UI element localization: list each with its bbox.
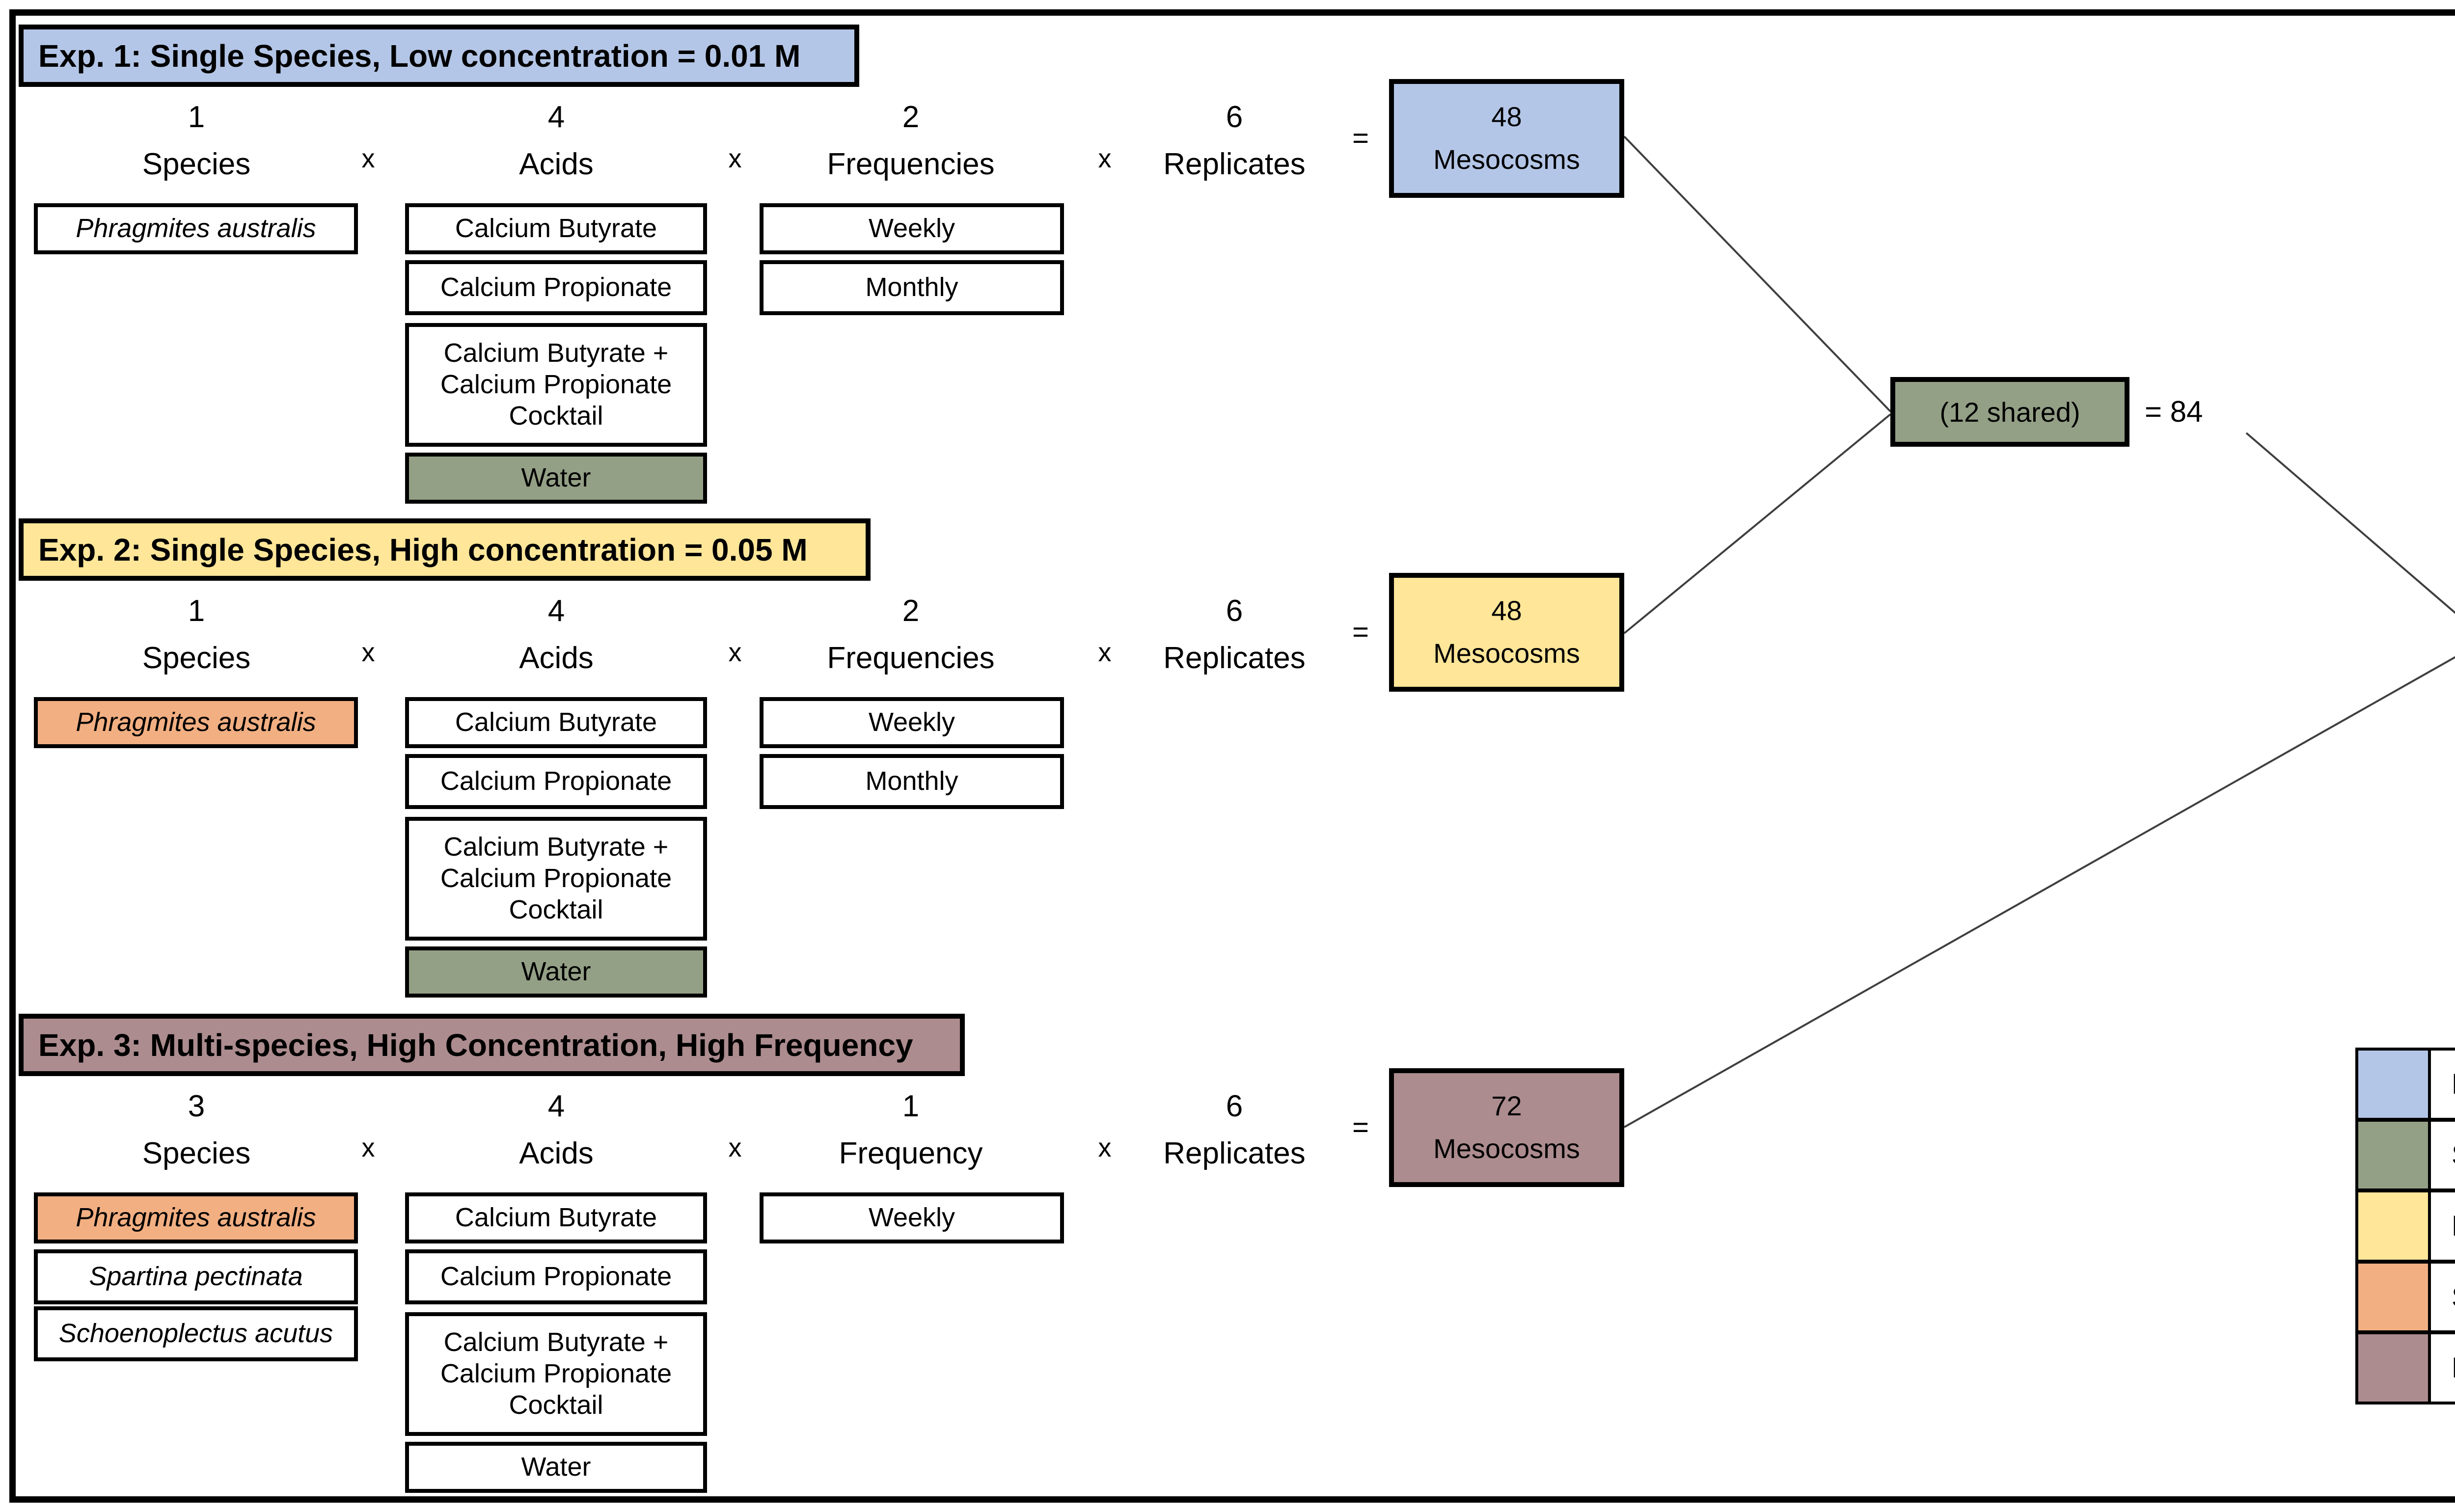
- exp2-acid-box-1: Calcium Butyrate: [405, 697, 707, 748]
- legend-swatch-exp3: [2358, 1334, 2431, 1402]
- legend: Exp. 1 Shared between 1 & 2 Exp. 2 Share…: [2355, 1048, 2455, 1404]
- legend-label-exp3: Exp. 3: [2431, 1334, 2455, 1402]
- exp1-frequency-box-monthly: Monthly: [760, 260, 1064, 315]
- exp2-acid-box-2: Calcium Propionate: [405, 754, 707, 809]
- exp3-times-3: x: [1098, 1133, 1112, 1162]
- line-84-to-shared24: [2245, 432, 2455, 614]
- exp3-acids-label: Acids: [519, 1136, 594, 1170]
- exp1-times-3: x: [1098, 144, 1112, 173]
- exp1-acid-box-1: Calcium Butyrate: [405, 203, 707, 254]
- exp3-acid-box-1: Calcium Butyrate: [405, 1192, 707, 1243]
- exp3-frequency-box-weekly: Weekly: [760, 1192, 1064, 1243]
- exp1-frequencies-label: Frequencies: [827, 147, 995, 181]
- line-exp1-to-shared12: [1623, 135, 1891, 412]
- exp2-times-2: x: [728, 638, 742, 667]
- exp1-acid-box-water: Water: [405, 453, 707, 504]
- exp2-acid-box-water: Water: [405, 946, 707, 998]
- exp2-mesocosm-count: 48: [1491, 595, 1522, 626]
- exp2-frequency-box-monthly: Monthly: [760, 754, 1064, 809]
- exp3-mesocosm-total-box: 72 Mesocosms: [1389, 1068, 1624, 1187]
- exp3-species-box-1: Phragmites australis: [34, 1192, 358, 1243]
- exp3-frequency-count: 1: [902, 1089, 920, 1123]
- exp2-acids-count: 4: [547, 594, 565, 628]
- legend-swatch-exp2: [2358, 1192, 2431, 1260]
- legend-swatch-shared-1-2: [2358, 1121, 2431, 1189]
- exp2-mesocosm-total-box: 48 Mesocosms: [1389, 573, 1624, 692]
- exp3-species-box-3: Schoenoplectus acutus: [34, 1306, 358, 1361]
- exp3-species-label: Species: [142, 1136, 251, 1170]
- exp3-replicates-count: 6: [1226, 1089, 1243, 1123]
- shared-12-box: (12 shared): [1890, 377, 2129, 447]
- exp2-species-label: Species: [142, 641, 251, 675]
- exp1-mesocosm-label: Mesocosms: [1433, 144, 1580, 175]
- outer-frame: [9, 9, 2455, 1503]
- legend-label-exp2: Exp. 2: [2431, 1192, 2455, 1260]
- exp1-acids-count: 4: [547, 100, 565, 134]
- exp1-header: Exp. 1: Single Species, Low concentratio…: [19, 25, 859, 87]
- exp1-equals: =: [1352, 122, 1369, 154]
- exp3-species-box-2: Spartina pectinata: [34, 1249, 358, 1304]
- line-exp2-to-shared12: [1623, 413, 1891, 634]
- exp1-frequencies-count: 2: [902, 100, 920, 134]
- exp2-frequency-box-weekly: Weekly: [760, 697, 1064, 748]
- exp3-replicates-label: Replicates: [1163, 1136, 1306, 1170]
- exp3-mesocosm-label: Mesocosms: [1433, 1133, 1580, 1164]
- exp3-mesocosm-count: 72: [1491, 1090, 1522, 1122]
- legend-swatch-exp1: [2358, 1051, 2431, 1118]
- legend-label-exp1: Exp. 1: [2431, 1051, 2455, 1118]
- exp3-times-2: x: [728, 1133, 742, 1162]
- exp2-replicates-count: 6: [1226, 594, 1243, 628]
- exp3-species-count: 3: [188, 1089, 205, 1123]
- exp3-acid-box-water: Water: [405, 1442, 707, 1493]
- exp3-times-1: x: [361, 1133, 375, 1162]
- exp1-acid-box-2: Calcium Propionate: [405, 260, 707, 315]
- exp2-replicates-label: Replicates: [1163, 641, 1306, 675]
- exp3-frequency-label: Frequency: [839, 1136, 983, 1170]
- exp3-equals: =: [1352, 1111, 1369, 1143]
- exp1-species-count: 1: [188, 100, 205, 134]
- exp2-acids-label: Acids: [519, 641, 594, 675]
- exp1-mesocosm-count: 48: [1491, 101, 1522, 133]
- legend-row-exp1: Exp. 1: [2358, 1051, 2455, 1122]
- exp1-acids-label: Acids: [519, 147, 594, 181]
- exp2-frequencies-label: Frequencies: [827, 641, 995, 675]
- exp2-equals: =: [1352, 616, 1369, 648]
- exp2-mesocosm-label: Mesocosms: [1433, 638, 1580, 669]
- exp2-times-3: x: [1098, 638, 1112, 667]
- exp1-replicates-count: 6: [1226, 100, 1243, 134]
- legend-label-shared-2-3: Shared between 2 & 3: [2431, 1264, 2455, 1331]
- sum-84-text: = 84: [2145, 395, 2203, 428]
- exp1-species-box: Phragmites australis: [34, 203, 358, 254]
- exp3-acid-box-3: Calcium Butyrate + Calcium Propionate Co…: [405, 1312, 707, 1436]
- legend-label-shared-1-2: Shared between 1 & 2: [2431, 1122, 2455, 1189]
- exp2-species-box: Phragmites australis: [34, 697, 358, 748]
- exp1-frequency-box-weekly: Weekly: [760, 203, 1064, 254]
- exp1-replicates-label: Replicates: [1163, 147, 1306, 181]
- exp2-acid-box-3: Calcium Butyrate + Calcium Propionate Co…: [405, 817, 707, 941]
- exp3-header: Exp. 3: Multi-species, High Concentratio…: [19, 1014, 965, 1076]
- exp3-acids-count: 4: [547, 1089, 565, 1123]
- legend-row-exp3: Exp. 3: [2358, 1334, 2455, 1402]
- exp3-acid-box-2: Calcium Propionate: [405, 1249, 707, 1304]
- legend-swatch-shared-2-3: [2358, 1263, 2431, 1331]
- legend-row-shared-2-3: Shared between 2 & 3: [2358, 1263, 2455, 1335]
- legend-row-exp2: Exp. 2: [2358, 1192, 2455, 1264]
- exp1-times-1: x: [361, 144, 375, 173]
- exp1-mesocosm-total-box: 48 Mesocosms: [1389, 79, 1624, 198]
- exp1-species-label: Species: [142, 147, 251, 181]
- exp2-header: Exp. 2: Single Species, High concentrati…: [19, 518, 871, 581]
- line-exp3-to-shared24: [1624, 656, 2455, 1128]
- exp2-species-count: 1: [188, 594, 205, 628]
- exp1-acid-box-3: Calcium Butyrate + Calcium Propionate Co…: [405, 323, 707, 447]
- exp2-frequencies-count: 2: [902, 594, 920, 628]
- exp1-times-2: x: [728, 144, 742, 173]
- exp2-times-1: x: [361, 638, 375, 667]
- legend-row-shared-1-2: Shared between 1 & 2: [2358, 1121, 2455, 1193]
